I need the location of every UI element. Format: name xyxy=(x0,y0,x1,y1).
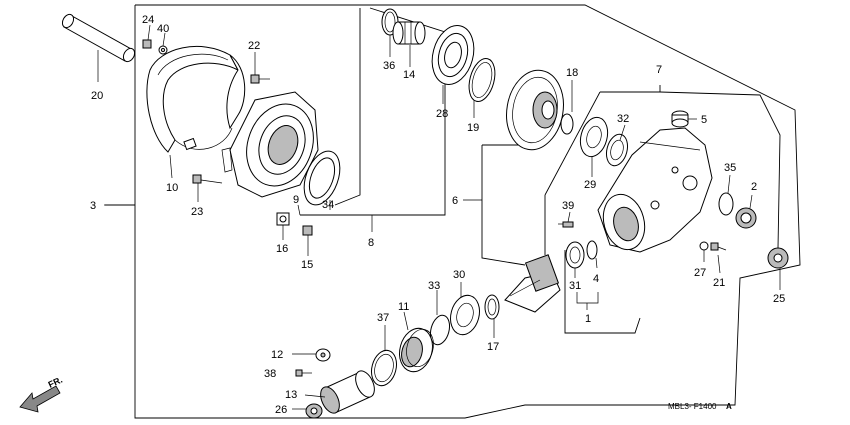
part-22-bolt xyxy=(250,52,270,84)
callout-3: 3 xyxy=(90,200,96,212)
callout-labels: 1 2 3 4 5 6 7 8 9 10 11 12 13 14 15 16 1… xyxy=(90,14,785,416)
callout-5: 5 xyxy=(701,114,707,126)
callout-20: 20 xyxy=(91,90,103,102)
callout-22: 22 xyxy=(248,40,260,52)
callout-15: 15 xyxy=(301,259,313,271)
part-23-bolt xyxy=(192,174,223,202)
callout-10: 10 xyxy=(166,182,178,194)
part-31-bearing xyxy=(565,241,585,278)
callout-38: 38 xyxy=(264,368,276,380)
part-32-seal xyxy=(605,124,629,167)
callout-9: 9 xyxy=(293,194,299,206)
callout-13: 13 xyxy=(285,389,297,401)
part-15-plug xyxy=(302,225,313,256)
callout-24: 24 xyxy=(142,14,154,26)
callout-27: 27 xyxy=(694,267,706,279)
callout-36: 36 xyxy=(383,60,395,72)
callout-8: 8 xyxy=(368,237,374,249)
callout-11: 11 xyxy=(398,301,409,313)
part-29-bearing xyxy=(579,116,609,177)
callout-12: 12 xyxy=(271,349,283,361)
part-5-cap xyxy=(671,110,697,128)
callout-39: 39 xyxy=(562,200,574,212)
part-27-washer xyxy=(699,241,709,262)
part-39-stud xyxy=(558,211,574,228)
part-1-bracket xyxy=(576,292,599,310)
callout-35: 35 xyxy=(724,162,736,174)
part-38-bolt xyxy=(295,369,312,377)
front-direction-arrow xyxy=(19,385,61,413)
part-20-pin xyxy=(61,13,136,82)
part-9-pin xyxy=(297,204,301,216)
part-18-shim xyxy=(560,80,574,135)
part-21-bolt xyxy=(710,242,727,274)
part-26-nut xyxy=(292,403,323,419)
callout-31: 31 xyxy=(569,280,581,292)
ring-gear xyxy=(506,69,564,151)
part-19-snap-ring xyxy=(468,58,496,118)
part-40-washer xyxy=(158,32,168,55)
part-25-nut xyxy=(767,247,789,290)
part-12-clip xyxy=(292,348,331,362)
part-17-shim xyxy=(484,294,500,338)
part-35-oring xyxy=(718,174,734,216)
part-10-cover xyxy=(146,46,246,179)
part-37-snap-ring xyxy=(371,325,397,387)
part-34-oil-seal xyxy=(303,150,341,210)
callout-29: 29 xyxy=(584,179,596,191)
callout-30: 30 xyxy=(453,269,465,281)
diagram-code: MBL3- F1400 xyxy=(668,402,717,411)
part-14-collar xyxy=(392,21,426,67)
part-28-bearing xyxy=(431,25,475,104)
part-24-bolt xyxy=(142,24,152,49)
callout-6: 6 xyxy=(452,195,458,207)
part-11-collar xyxy=(399,311,434,373)
callout-18: 18 xyxy=(566,67,578,79)
part-13-sleeve xyxy=(304,370,375,414)
callout-21: 21 xyxy=(713,277,725,289)
callout-7: 7 xyxy=(656,64,662,76)
callout-16: 16 xyxy=(276,243,288,255)
part-16-plate xyxy=(276,212,290,240)
callout-17: 17 xyxy=(487,341,499,353)
bearing-holder-plate xyxy=(221,91,319,198)
pinion-gear xyxy=(504,254,561,313)
callout-2: 2 xyxy=(751,181,757,193)
callout-33: 33 xyxy=(428,280,440,292)
callout-19: 19 xyxy=(467,122,479,134)
callout-25: 25 xyxy=(773,293,785,305)
callout-1: 1 xyxy=(585,313,591,325)
callout-28: 28 xyxy=(436,108,448,120)
callout-37: 37 xyxy=(377,312,389,324)
direction-label: FR. xyxy=(47,375,64,390)
part-2-cap xyxy=(735,194,757,229)
part-33-ring xyxy=(429,290,451,346)
callout-14: 14 xyxy=(403,69,415,81)
callout-26: 26 xyxy=(275,404,287,416)
diagram-code-suffix: A xyxy=(726,402,732,411)
part-30-bearing xyxy=(450,282,480,336)
callout-23: 23 xyxy=(191,206,203,218)
part-4-shim xyxy=(586,240,598,269)
callout-40: 40 xyxy=(157,23,169,35)
callout-4: 4 xyxy=(593,273,599,285)
callout-32: 32 xyxy=(617,113,629,125)
callout-34: 34 xyxy=(322,199,334,211)
final-gear-case xyxy=(597,127,713,253)
